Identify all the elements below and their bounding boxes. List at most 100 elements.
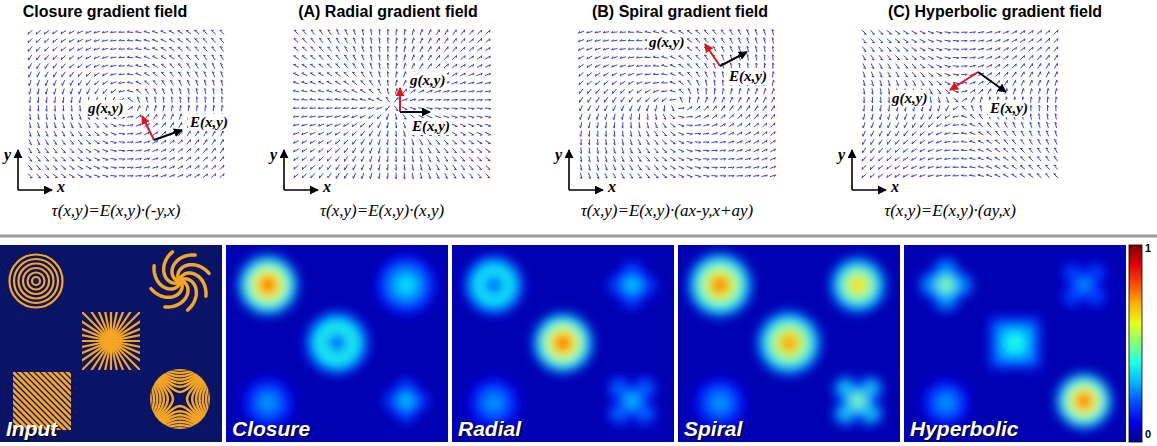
axis-label: y [3, 146, 12, 164]
response-blob [935, 274, 957, 296]
response-blob [627, 280, 637, 290]
response-blob [779, 333, 799, 353]
panel-heading: Closure gradient field [23, 3, 187, 21]
response-ring [315, 321, 360, 366]
response-blob [401, 396, 410, 405]
response-blob [944, 283, 949, 288]
response-blob [394, 389, 418, 413]
map-panel: Closure [226, 245, 448, 442]
response-blob [630, 399, 635, 404]
panel-ground [0, 245, 222, 442]
response-blob [712, 395, 729, 412]
response-blob [848, 391, 868, 411]
response-blob [854, 281, 862, 289]
vector-label: E(x,y) [410, 118, 452, 135]
response-blobs [919, 258, 1112, 429]
response-blob [630, 283, 635, 288]
panel-title: Hyperbolic [910, 417, 1019, 441]
response-blob [397, 392, 416, 411]
response-blob [773, 327, 804, 358]
response-blob [392, 387, 421, 416]
response-blob [710, 275, 730, 295]
response-blob [258, 275, 277, 294]
response-blob [260, 395, 277, 412]
response-blob [381, 260, 431, 310]
formula: τ(x,y)=E(x,y)·(ay,x) [884, 201, 1016, 221]
response-blob [396, 275, 415, 294]
response-blob [716, 399, 724, 407]
colorbar [1129, 245, 1142, 442]
pattern-ring [19, 264, 54, 299]
response-ring [478, 269, 511, 302]
response-blob [707, 390, 732, 415]
response-blob [253, 270, 282, 299]
field-arrow [400, 111, 430, 113]
response-blob [1077, 278, 1091, 292]
response-blob [559, 339, 568, 348]
response-ring [487, 278, 502, 293]
response-blob [942, 399, 949, 406]
vector-label: g(x,y) [647, 34, 686, 51]
map-panel: Hyperbolic [904, 245, 1126, 442]
response-blob [619, 272, 645, 298]
response-blob [248, 265, 288, 305]
response-ring [305, 311, 369, 375]
response-blob [845, 388, 871, 414]
field-vectors [28, 30, 224, 178]
response-blob [938, 277, 954, 293]
panel-title: Spiral [684, 417, 742, 441]
pattern-ray [82, 341, 111, 350]
response-blob [490, 399, 498, 407]
pattern-stripe [38, 372, 71, 430]
colorbar-tick: 0 [1145, 428, 1151, 441]
response-ring [473, 264, 515, 306]
gradient-arrow [142, 116, 154, 140]
response-square [989, 317, 1041, 369]
panel-heading: (B) Spiral gradient field [592, 3, 768, 21]
response-blob [238, 255, 298, 315]
pattern-stripes [13, 372, 71, 430]
formula: τ(x,y)=E(x,y)·(x,y) [320, 201, 444, 221]
response-blob [255, 390, 280, 415]
gradient-arrow [399, 88, 401, 112]
response-blob [264, 399, 272, 407]
response-blob [1061, 378, 1107, 424]
pattern-stripe [56, 372, 71, 430]
response-blob [1071, 295, 1075, 299]
response-blob [404, 399, 408, 403]
field-arrow [154, 130, 182, 140]
panel-heading: (A) Radial gradient field [298, 3, 478, 21]
pattern-ring [32, 277, 40, 285]
vector-label: g(x,y) [890, 90, 929, 107]
axis-arrow [851, 150, 853, 190]
response-blob [619, 388, 645, 414]
response-square [1010, 338, 1020, 348]
pattern-contour [209, 365, 222, 433]
response-blob [715, 280, 725, 290]
axis-arrow [283, 150, 285, 190]
response-ring [464, 255, 524, 315]
response-blob [1056, 373, 1112, 429]
response-blob [856, 399, 861, 404]
map-panel: Spiral [678, 245, 900, 442]
panel-ground [226, 245, 448, 442]
response-blob [704, 269, 735, 300]
response-blob [251, 386, 285, 420]
response-blob [1070, 387, 1097, 414]
response-blob [243, 260, 293, 310]
gradient-field [852, 30, 1058, 190]
gradient-field [18, 30, 224, 190]
response-blob [703, 386, 737, 420]
pattern-ring [14, 259, 58, 303]
pattern-contour [146, 354, 214, 370]
response-blob [688, 253, 752, 317]
response-ring [329, 335, 345, 351]
response-blob [543, 323, 583, 363]
gradient-field [569, 29, 776, 190]
axis-label: y [837, 146, 846, 164]
axis-label: y [269, 146, 278, 164]
pattern-contour [146, 428, 214, 442]
